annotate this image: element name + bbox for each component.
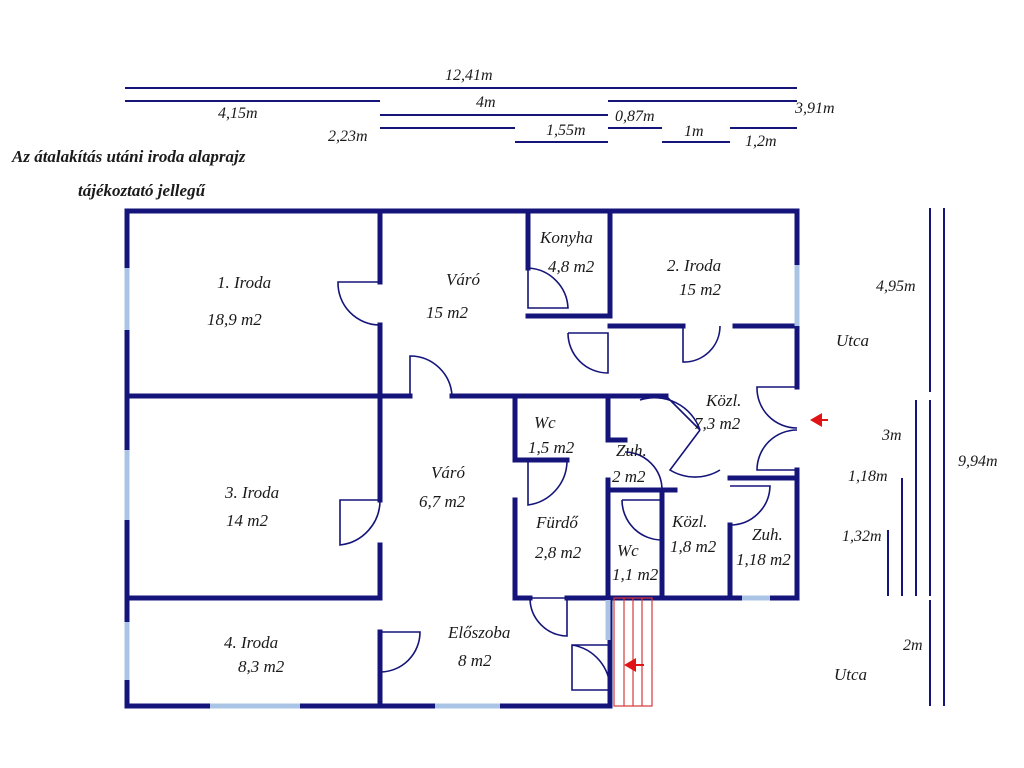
room-iroda4-name: 4. Iroda bbox=[224, 633, 278, 652]
room-iroda2-name: 2. Iroda bbox=[667, 256, 721, 275]
room-konyha-name: Konyha bbox=[539, 228, 593, 247]
room-kozl2-area: 1,8 m2 bbox=[670, 537, 717, 556]
room-eloszoba-name: Előszoba bbox=[447, 623, 510, 642]
dim-4: 4m bbox=[476, 94, 496, 111]
doors bbox=[337, 267, 798, 691]
entrance-stairs bbox=[613, 597, 653, 707]
room-iroda3-name: 3. Iroda bbox=[224, 483, 279, 502]
windows bbox=[124, 265, 800, 709]
dim-3: 3m bbox=[881, 427, 902, 444]
plan-subtitle: tájékoztató jellegű bbox=[78, 181, 206, 200]
top-dimensions bbox=[125, 87, 797, 143]
room-zuh2-name: Zuh. bbox=[752, 525, 783, 544]
room-wc1-area: 1,5 m2 bbox=[528, 438, 575, 457]
room-varo2-area: 6,7 m2 bbox=[419, 492, 466, 511]
room-furdo-name: Fürdő bbox=[535, 513, 579, 532]
dim-3-91: 3,91m bbox=[794, 100, 835, 117]
room-iroda1-area: 18,9 m2 bbox=[207, 310, 262, 329]
street-label-top: Utca bbox=[836, 331, 869, 350]
dim-1-18: 1,18m bbox=[848, 468, 888, 485]
room-wc1-name: Wc bbox=[534, 413, 556, 432]
dim-1-32: 1,32m bbox=[842, 528, 882, 545]
dim-1-2: 1,2m bbox=[745, 133, 777, 150]
dim-4-95: 4,95m bbox=[876, 278, 916, 295]
room-zuh1-area: 2 m2 bbox=[612, 467, 646, 486]
dim-1: 1m bbox=[684, 123, 704, 140]
room-kozl1-name: Közl. bbox=[705, 391, 741, 410]
room-varo1-area: 15 m2 bbox=[426, 303, 469, 322]
room-iroda2-area: 15 m2 bbox=[679, 280, 722, 299]
street-label-bottom: Utca bbox=[834, 665, 867, 684]
dim-4-15: 4,15m bbox=[218, 105, 258, 122]
room-kozl1-area: 7,3 m2 bbox=[694, 414, 741, 433]
room-zuh2-area: 1,18 m2 bbox=[736, 550, 791, 569]
dim-0-87: 0,87m bbox=[615, 108, 655, 125]
room-varo2-name: Váró bbox=[431, 463, 466, 482]
room-wc2-name: Wc bbox=[617, 541, 639, 560]
dim-1-55: 1,55m bbox=[546, 122, 586, 139]
plan-title: Az átalakítás utáni iroda alaprajz bbox=[11, 147, 246, 166]
room-konyha-area: 4,8 m2 bbox=[548, 257, 595, 276]
room-iroda1-name: 1. Iroda bbox=[217, 273, 271, 292]
room-iroda4-area: 8,3 m2 bbox=[238, 657, 285, 676]
dim-2: 2m bbox=[903, 637, 923, 654]
room-varo1-name: Váró bbox=[446, 270, 481, 289]
room-zuh1-name: Zuh. bbox=[616, 441, 647, 460]
entrance-arrow-bottom bbox=[624, 658, 636, 672]
entrance-arrow-right bbox=[810, 413, 822, 427]
dim-9-94: 9,94m bbox=[958, 453, 998, 470]
room-kozl2-name: Közl. bbox=[671, 512, 707, 531]
dim-total-width: 12,41m bbox=[445, 67, 493, 84]
room-iroda3-area: 14 m2 bbox=[226, 511, 269, 530]
dim-2-23: 2,23m bbox=[328, 128, 368, 145]
right-dimensions bbox=[887, 208, 945, 706]
room-furdo-area: 2,8 m2 bbox=[535, 543, 582, 562]
room-wc2-area: 1,1 m2 bbox=[612, 565, 659, 584]
room-eloszoba-area: 8 m2 bbox=[458, 651, 492, 670]
